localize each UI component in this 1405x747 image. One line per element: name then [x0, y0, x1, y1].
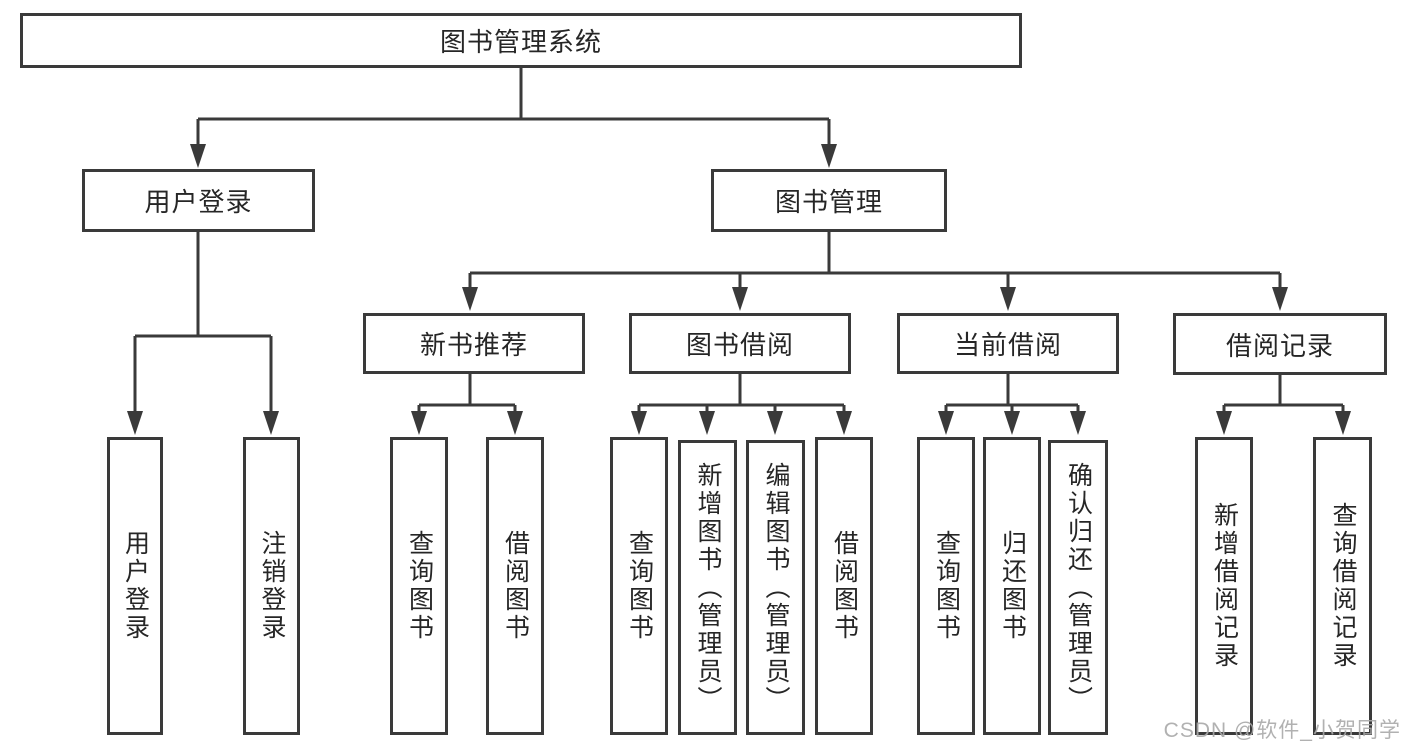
arrowhead	[1216, 411, 1232, 435]
node-book-borrowing: 图书借阅	[629, 313, 851, 374]
leaf-query-books-recommendation: 查询图书	[390, 437, 448, 735]
arrowheads	[127, 144, 1351, 435]
leaf-query-borrow-record: 查询借阅记录	[1313, 437, 1372, 735]
arrowhead	[699, 411, 715, 435]
arrowhead	[767, 411, 783, 435]
node-new-book-recommendation: 新书推荐	[363, 313, 585, 374]
arrowhead	[462, 287, 478, 311]
leaf-return-books: 归还图书	[983, 437, 1041, 735]
leaf-add-borrow-record: 新增借阅记录	[1195, 437, 1253, 735]
leaf-logout: 注销登录	[243, 437, 300, 735]
node-book-management: 图书管理	[711, 169, 947, 232]
leaf-borrow-books-recommendation: 借阅图书	[486, 437, 544, 735]
arrowhead	[836, 411, 852, 435]
arrowhead	[190, 144, 206, 168]
leaf-query-books-current: 查询图书	[917, 437, 975, 735]
arrowhead	[1004, 411, 1020, 435]
arrowhead	[821, 144, 837, 168]
watermark-text: CSDN @软件_小贺同学	[1163, 719, 1401, 742]
leaf-borrow-books-borrowing: 借阅图书	[815, 437, 873, 735]
arrowhead	[732, 287, 748, 311]
node-user-login: 用户登录	[82, 169, 315, 232]
arrowhead	[1070, 411, 1086, 435]
leaf-user-login: 用户登录	[107, 437, 163, 735]
arrowhead	[507, 411, 523, 435]
arrowhead	[1335, 411, 1351, 435]
arrowhead	[938, 411, 954, 435]
leaf-confirm-return-admin: 确认归还（管理员）	[1048, 440, 1108, 735]
leaf-add-book-admin: 新增图书（管理员）	[678, 440, 737, 735]
connector-path	[133, 66, 1345, 416]
arrowhead	[1272, 287, 1288, 311]
node-borrowing-records: 借阅记录	[1173, 313, 1387, 375]
node-current-borrowing: 当前借阅	[897, 313, 1119, 374]
arrowhead	[411, 411, 427, 435]
leaf-query-books-borrowing: 查询图书	[610, 437, 668, 735]
arrowhead	[127, 411, 143, 435]
arrowhead	[263, 411, 279, 435]
arrowhead	[1000, 287, 1016, 311]
node-library-management-system: 图书管理系统	[20, 13, 1022, 68]
arrowhead	[631, 411, 647, 435]
leaf-edit-book-admin: 编辑图书（管理员）	[746, 440, 805, 735]
